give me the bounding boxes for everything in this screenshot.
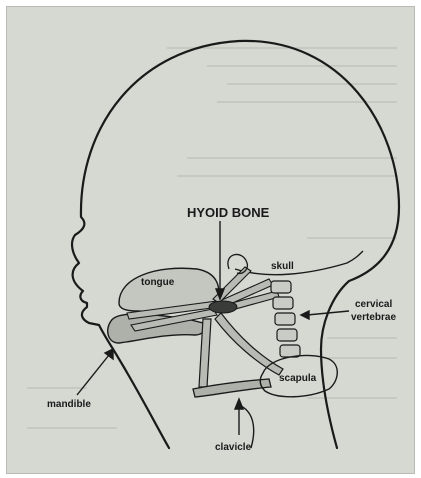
- diagram-frame: HYOID BONE tongue skull cervical vertebr…: [6, 6, 415, 474]
- hyoid-bone-label: HYOID BONE: [187, 205, 270, 220]
- mandible-label: mandible: [47, 399, 91, 410]
- cervical-label: cervical: [355, 299, 392, 310]
- scapula-label: scapula: [279, 373, 317, 384]
- vertebrae-label: vertebrae: [351, 312, 396, 323]
- tongue-label: tongue: [141, 277, 175, 288]
- omohyoid-muscle: [215, 313, 283, 375]
- bleed-through-texture: [27, 47, 397, 429]
- skull-label: skull: [271, 261, 294, 272]
- skull-base-line: [235, 251, 363, 275]
- hyoid-bone-shape: [209, 301, 237, 313]
- clavicle-label: clavicle: [215, 442, 252, 453]
- hyoid-anatomy-diagram: HYOID BONE tongue skull cervical vertebr…: [7, 7, 414, 473]
- cervical-vertebrae-shapes: [271, 281, 300, 357]
